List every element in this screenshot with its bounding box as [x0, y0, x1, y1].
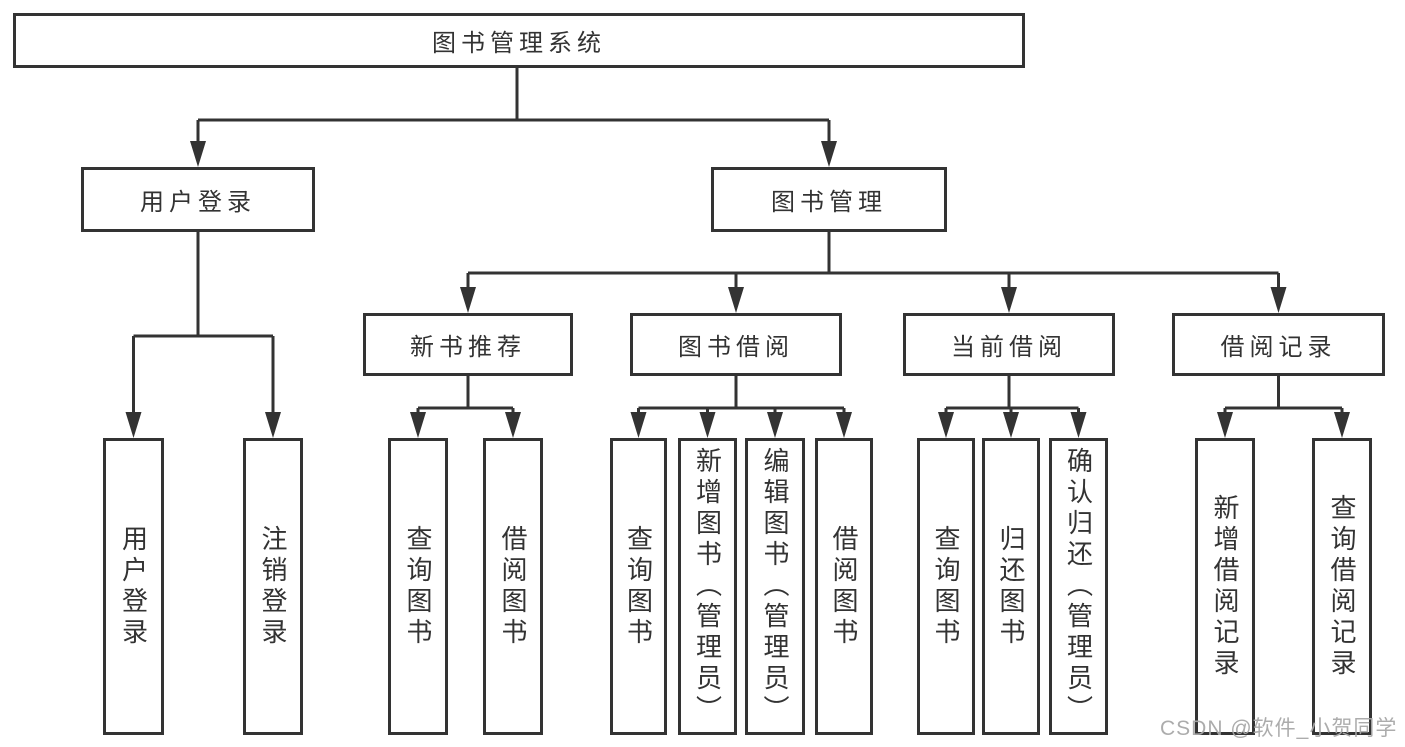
node-leaf-add-borrow-record: 新增借阅记录 [1195, 438, 1255, 735]
node-new-book-recommendation: 新书推荐 [363, 313, 573, 376]
node-leaf-query-books-2: 查询图书 [610, 438, 667, 735]
watermark: CSDN @软件_小贺同学 [1160, 717, 1398, 740]
node-leaf-confirm-return-admin: 确认归还（管理员） [1049, 438, 1108, 735]
node-leaf-user-login: 用户登录 [103, 438, 164, 735]
node-leaf-borrow-books-1: 借阅图书 [483, 438, 543, 735]
node-borrowing-records: 借阅记录 [1172, 313, 1385, 376]
node-user-login-group: 用户登录 [81, 167, 315, 232]
node-leaf-borrow-books-2: 借阅图书 [815, 438, 873, 735]
node-current-borrowing: 当前借阅 [903, 313, 1115, 376]
node-leaf-add-books-admin: 新增图书（管理员） [678, 438, 737, 735]
node-leaf-return-books: 归还图书 [982, 438, 1040, 735]
node-leaf-logout: 注销登录 [243, 438, 303, 735]
node-book-management: 图书管理 [711, 167, 947, 232]
node-leaf-query-books-1: 查询图书 [388, 438, 448, 735]
node-leaf-edit-books-admin: 编辑图书（管理员） [745, 438, 805, 735]
node-leaf-query-books-3: 查询图书 [917, 438, 975, 735]
node-book-borrowing: 图书借阅 [630, 313, 842, 376]
node-library-management-system: 图书管理系统 [13, 13, 1025, 68]
node-leaf-query-borrow-record: 查询借阅记录 [1312, 438, 1372, 735]
